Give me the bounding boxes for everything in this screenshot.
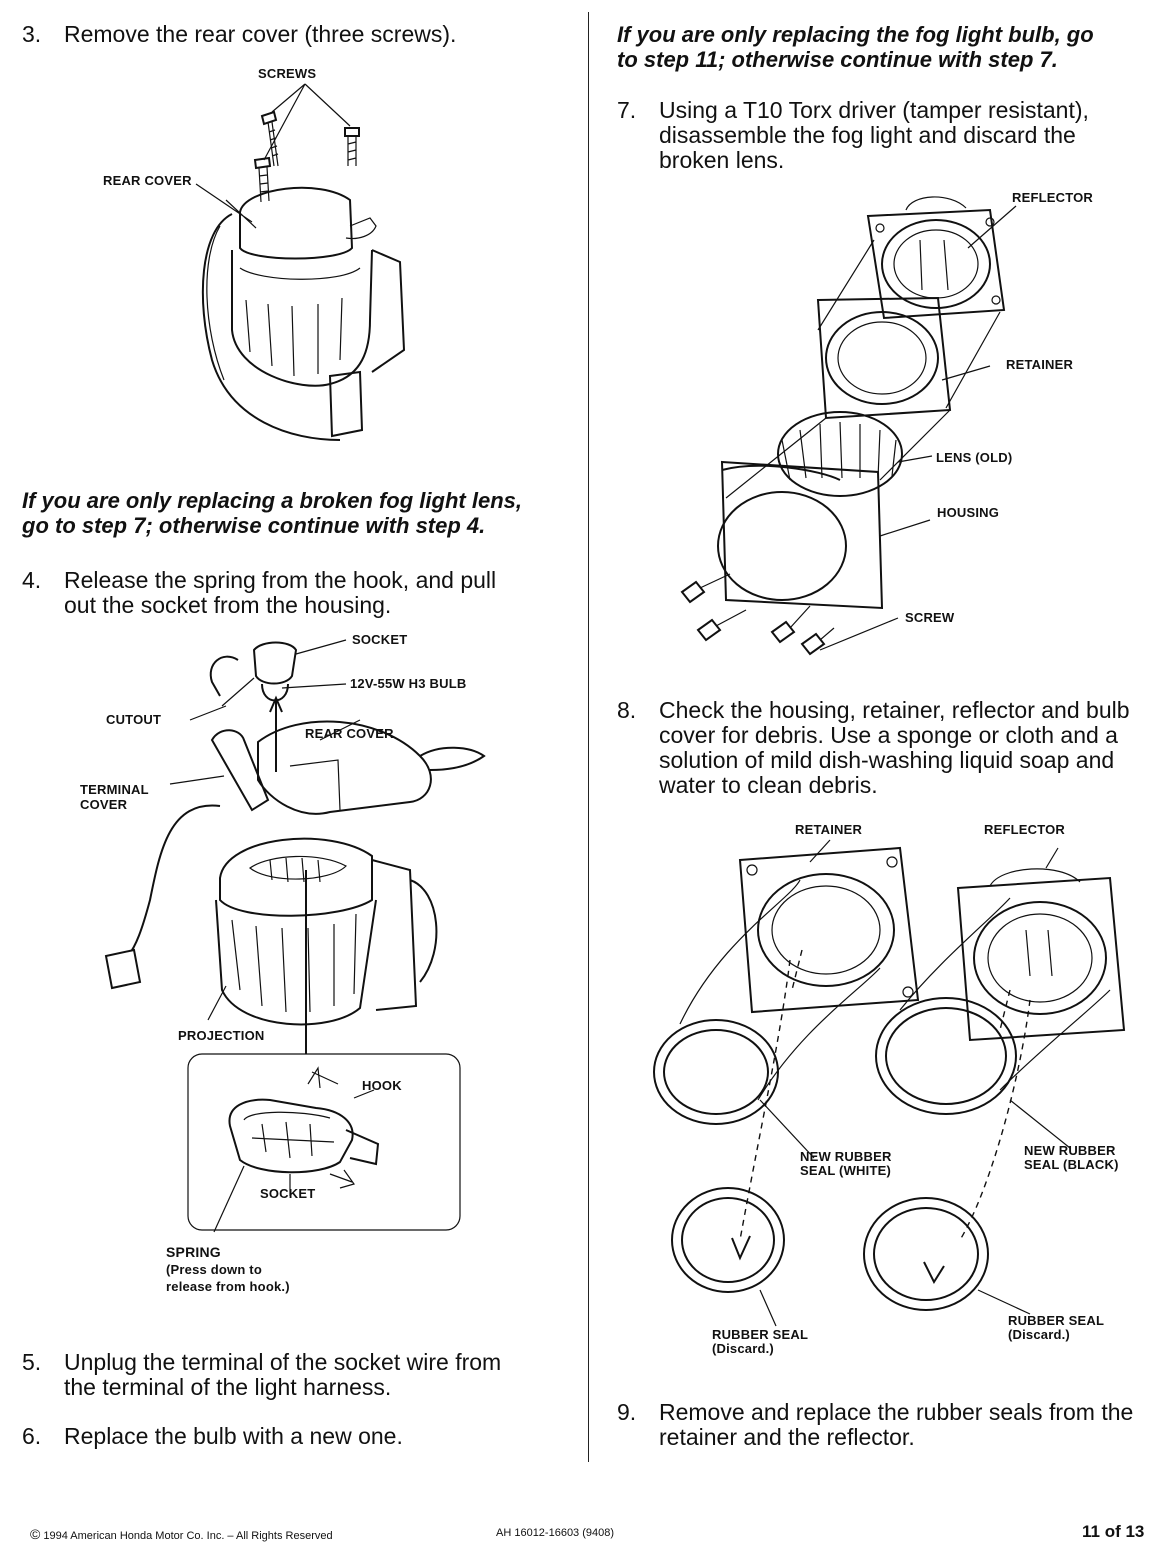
page-number: 11 of 13 [1082,1522,1145,1541]
step-text: Remove and replace the rubber seals from… [659,1399,1134,1450]
label-terminal-cover: TERMINAL COVER [80,782,149,812]
step-text: Remove the rear cover (three screws). [64,21,457,47]
column-divider [588,12,589,1462]
inset-frame [187,1053,461,1231]
step-text: Replace the bulb with a new one. [64,1423,403,1449]
step-4: 4. Release the spring from the hook, and… [22,568,562,618]
label-rubber-seal-left: RUBBER SEAL (Discard.) [712,1327,809,1356]
label-spring: SPRING (Press down to release from hook.… [166,1244,290,1294]
screw-icon [253,110,360,203]
step-text: Using a T10 Torx driver (tamper resistan… [659,97,1089,173]
label-projection: PROJECTION [178,1028,265,1043]
screw-icon [680,573,835,656]
label-rear-cover-2: REAR COVER [305,726,394,741]
step-7: 7. Using a T10 Torx driver (tamper resis… [617,98,1162,174]
label-lens-old: LENS (OLD) [936,450,1013,465]
label-housing: HOUSING [937,505,1000,520]
label-hook: HOOK [362,1078,402,1093]
step-number: 6. [22,1423,42,1449]
step-8: 8. Check the housing, retainer, reflecto… [617,698,1162,800]
label-screws: SCREWS [258,66,317,81]
note-broken-lens: If you are only replacing a broken fog l… [22,488,522,538]
label-screw: SCREW [905,610,955,625]
label-rear-cover: REAR COVER [103,173,192,188]
label-bulb: 12V-55W H3 BULB [350,676,467,691]
step-text: Check the housing, retainer, reflector a… [659,697,1130,798]
label-reflector-2: REFLECTOR [984,822,1066,837]
footer-copyright: © 1994 American Honda Motor Co. Inc. – A… [30,1526,333,1542]
step-number: 3. [22,21,42,47]
label-retainer: RETAINER [1006,357,1074,372]
label-cutout: CUTOUT [106,712,162,727]
step-number: 8. [617,697,637,723]
label-reflector: REFLECTOR [1012,190,1094,205]
label-new-seal-white: NEW RUBBER SEAL (WHITE) [800,1149,892,1178]
label-retainer-2: RETAINER [795,822,863,837]
label-socket: SOCKET [352,632,408,647]
step-number: 4. [22,567,42,593]
label-new-seal-black: NEW RUBBER SEAL (BLACK) [1024,1143,1119,1172]
step-number: 5. [22,1349,42,1375]
label-socket-inset: SOCKET [260,1186,316,1201]
step-9: 9. Remove and replace the rubber seals f… [617,1400,1162,1450]
step-text: Release the spring from the hook, and pu… [64,567,497,618]
footer-part-number: AH 16012-16603 (9408) [496,1527,615,1539]
label-rubber-seal-right: RUBBER SEAL (Discard.) [1008,1313,1105,1342]
copyright-icon: © [30,1526,41,1542]
step-number: 9. [617,1399,637,1425]
note-bulb-only: If you are only replacing the fog light … [617,22,1094,72]
step-number: 7. [617,97,637,123]
step-5: 5. Unplug the terminal of the socket wir… [22,1350,562,1400]
step-text: Unplug the terminal of the socket wire f… [64,1349,502,1400]
